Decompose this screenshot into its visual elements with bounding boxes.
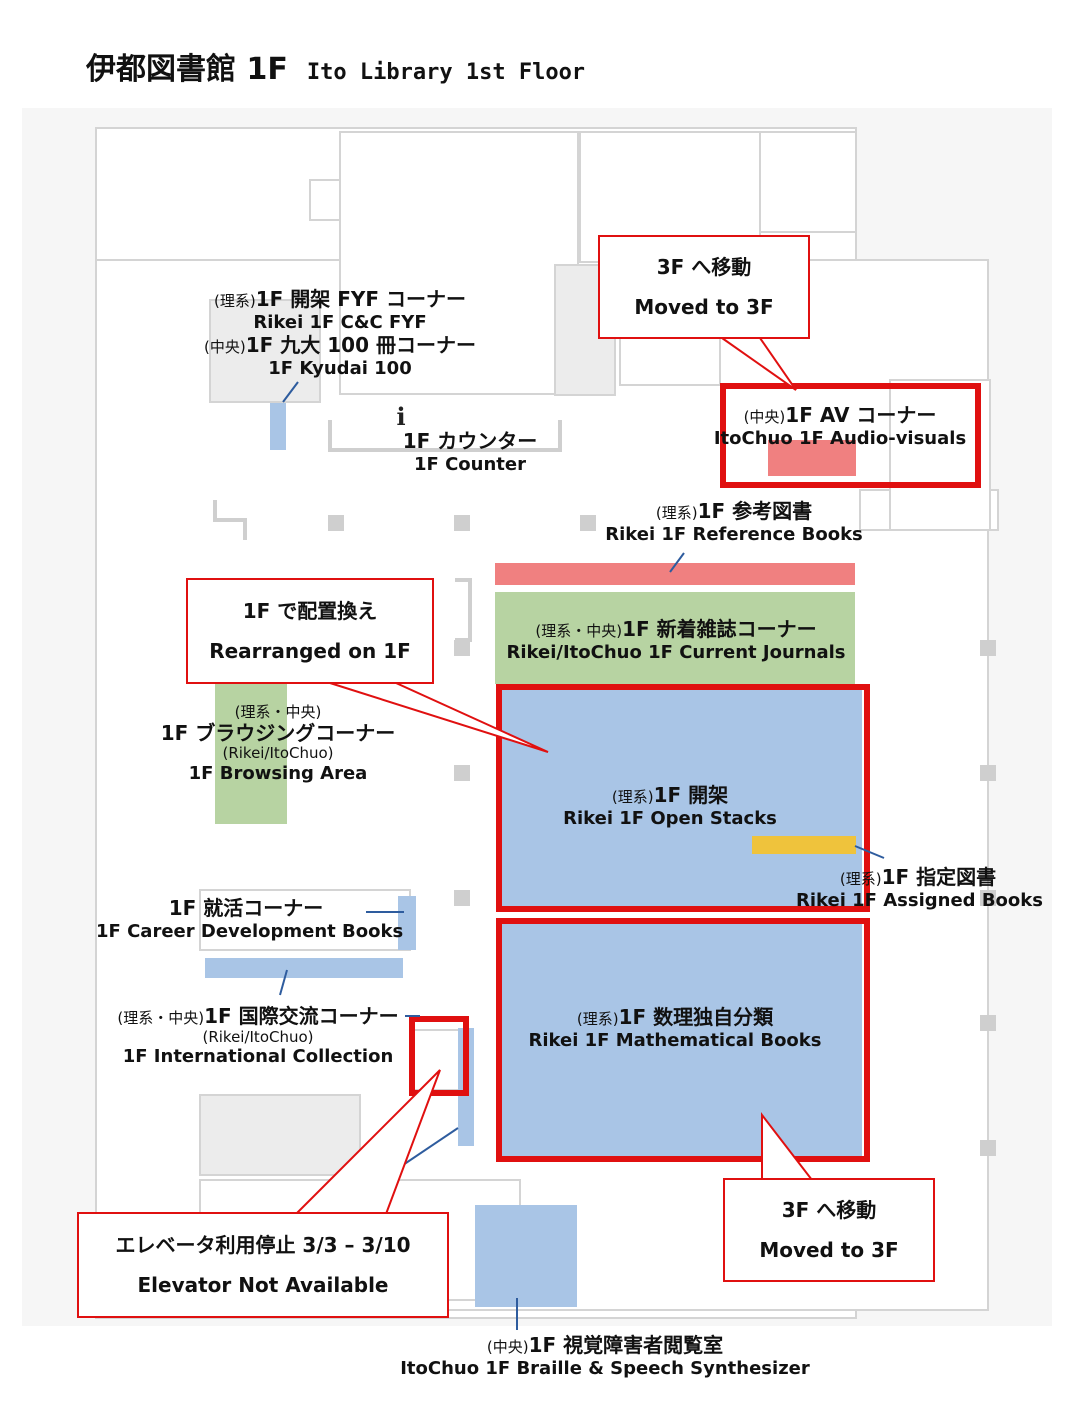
pillars: [328, 515, 996, 1156]
kyudai-label-jp: 1F 九大 100 冊コーナー: [245, 333, 476, 357]
moved-to-3f-callout-top: 3F へ移動 Moved to 3F: [598, 235, 810, 339]
elevator-highlight: [409, 1016, 469, 1096]
assigned-label-prefix: (理系): [839, 870, 882, 888]
browsing-label-prefix: (理系・中央): [234, 703, 322, 721]
open-stacks-label-prefix: (理系): [611, 788, 654, 806]
math-label: (理系)1F 数理独自分類 Rikei 1F Mathematical Book…: [520, 1005, 830, 1051]
math-label-prefix: (理系): [576, 1010, 619, 1028]
info-icon: i: [396, 402, 405, 431]
page-title-jp: 伊都図書館 1F: [86, 52, 288, 87]
open-stacks-zone: [500, 690, 862, 906]
math-label-jp: 1F 数理独自分類: [618, 1005, 774, 1029]
page-title: 伊都図書館 1F Ito Library 1st Floor: [86, 44, 585, 88]
highlight-frames: [409, 383, 981, 1162]
counter-label-en: 1F Counter: [414, 453, 526, 475]
reference-label-prefix: (理系): [655, 504, 698, 522]
open-stacks-label-en: Rikei 1F Open Stacks: [563, 807, 777, 829]
kyudai-label: (中央)1F 九大 100 冊コーナー 1F Kyudai 100: [160, 333, 520, 379]
fyf-label-en: Rikei 1F C&C FYF: [253, 311, 427, 333]
international-zone: [205, 958, 403, 978]
open-stacks-label: (理系)1F 開架 Rikei 1F Open Stacks: [530, 783, 810, 829]
kyudai-label-prefix: (中央): [204, 338, 246, 356]
rearranged-line2: Rearranged on 1F: [209, 639, 411, 663]
av-zone: [768, 440, 856, 476]
career-label-en: 1F Career Development Books: [96, 920, 404, 942]
browsing-zone: [215, 684, 287, 824]
fyf-label-prefix: (理系): [214, 292, 256, 310]
rearranged-callout: 1F で配置換え Rearranged on 1F: [186, 578, 434, 684]
info-icon-bg: [390, 402, 412, 424]
leader-lines: [279, 381, 885, 1330]
braille-label-jp: 1F 視覚障害者閲覧室: [528, 1333, 724, 1357]
assigned-label: (理系)1F 指定図書 Rikei 1F Assigned Books: [796, 865, 1043, 911]
page-title-en: Ito Library 1st Floor: [306, 60, 586, 85]
reference-label-en: Rikei 1F Reference Books: [605, 523, 863, 545]
open-stacks-highlight: [496, 684, 870, 912]
elevator-callout: エレベータ利用停止 3/3 – 3/10 Elevator Not Availa…: [77, 1212, 449, 1318]
career-zone: [398, 896, 416, 950]
math-label-en: Rikei 1F Mathematical Books: [528, 1029, 822, 1051]
av-label-jp: 1F AV コーナー: [785, 403, 937, 427]
assigned-label-en: Rikei 1F Assigned Books: [796, 889, 1043, 911]
browsing-label-jp: 1F ブラウジングコーナー: [160, 720, 396, 745]
kyudai-zone: [270, 403, 286, 450]
international-label-prefix: (理系・中央): [117, 1009, 205, 1027]
av-label-prefix: (中央): [743, 408, 786, 426]
braille-label: (中央)1F 視覚障害者閲覧室 ItoChuo 1F Braille & Spe…: [400, 1333, 810, 1379]
fyf-label: (理系)1F 開架 FYF コーナー Rikei 1F C&C FYF: [160, 287, 520, 333]
math-highlight: [496, 918, 870, 1162]
braille-label-en: ItoChuo 1F Braille & Speech Synthesizer: [400, 1357, 810, 1379]
braille-zone: [475, 1205, 577, 1307]
journals-label-jp: 1F 新着雑誌コーナー: [622, 617, 817, 641]
journals-zone: [495, 592, 855, 684]
kyudai-label-en: 1F Kyudai 100: [268, 357, 412, 379]
open-stacks-label-jp: 1F 開架: [653, 783, 729, 807]
assigned-label-jp: 1F 指定図書: [881, 865, 997, 889]
fyf-label-jp: 1F 開架 FYF コーナー: [255, 287, 466, 311]
furniture-outlines: [213, 420, 562, 642]
math-zone: [500, 920, 862, 1156]
browsing-label-en: 1F Browsing Area: [188, 762, 368, 784]
reference-label-jp: 1F 参考図書: [697, 499, 813, 523]
counter-label: 1F カウンター 1F Counter: [380, 429, 560, 475]
browsing-label-en-prefix: (Rikei/ItoChuo): [222, 744, 334, 763]
moved-bottom-line1: 3F へ移動: [781, 1198, 877, 1222]
moved-to-3f-callout-bottom: 3F へ移動 Moved to 3F: [723, 1178, 935, 1282]
moved-bottom-line2: Moved to 3F: [759, 1238, 899, 1262]
counter-label-jp: 1F カウンター: [402, 429, 538, 453]
international-label-en-prefix: (Rikei/ItoChuo): [202, 1027, 314, 1046]
braille-label-prefix: (中央): [486, 1338, 529, 1356]
elevator-line2: Elevator Not Available: [137, 1273, 389, 1297]
moved-top-line1: 3F へ移動: [656, 255, 752, 279]
reference-zone: [495, 563, 855, 585]
av-label: (中央)1F AV コーナー ItoChuo 1F Audio-visuals: [712, 403, 968, 449]
journals-label-en: Rikei/ItoChuo 1F Current Journals: [506, 641, 846, 663]
av-label-en: ItoChuo 1F Audio-visuals: [713, 427, 967, 449]
elevator-line1: エレベータ利用停止 3/3 – 3/10: [115, 1233, 411, 1257]
journals-label: (理系・中央)1F 新着雑誌コーナー Rikei/ItoChuo 1F Curr…: [496, 617, 856, 663]
callout-pointers: [293, 337, 815, 1215]
av-highlight: [720, 383, 981, 488]
rearranged-line1: 1F で配置換え: [242, 599, 378, 623]
career-label: 1F 就活コーナー 1F Career Development Books: [96, 896, 404, 942]
moved-top-line2: Moved to 3F: [634, 295, 774, 319]
international-label-jp: 1F 国際交流コーナー: [204, 1004, 399, 1028]
journals-label-prefix: (理系・中央): [535, 622, 623, 640]
international-label-en: 1F International Collection: [122, 1046, 394, 1068]
reference-label: (理系)1F 参考図書 Rikei 1F Reference Books: [594, 499, 874, 545]
international-label: (理系・中央)1F 国際交流コーナー (Rikei/ItoChuo) 1F In…: [98, 1004, 418, 1068]
assigned-zone: [752, 836, 856, 854]
career-label-jp: 1F 就活コーナー: [168, 896, 324, 920]
browsing-label: (理系・中央) 1F ブラウジングコーナー (Rikei/ItoChuo) 1F…: [138, 703, 418, 784]
